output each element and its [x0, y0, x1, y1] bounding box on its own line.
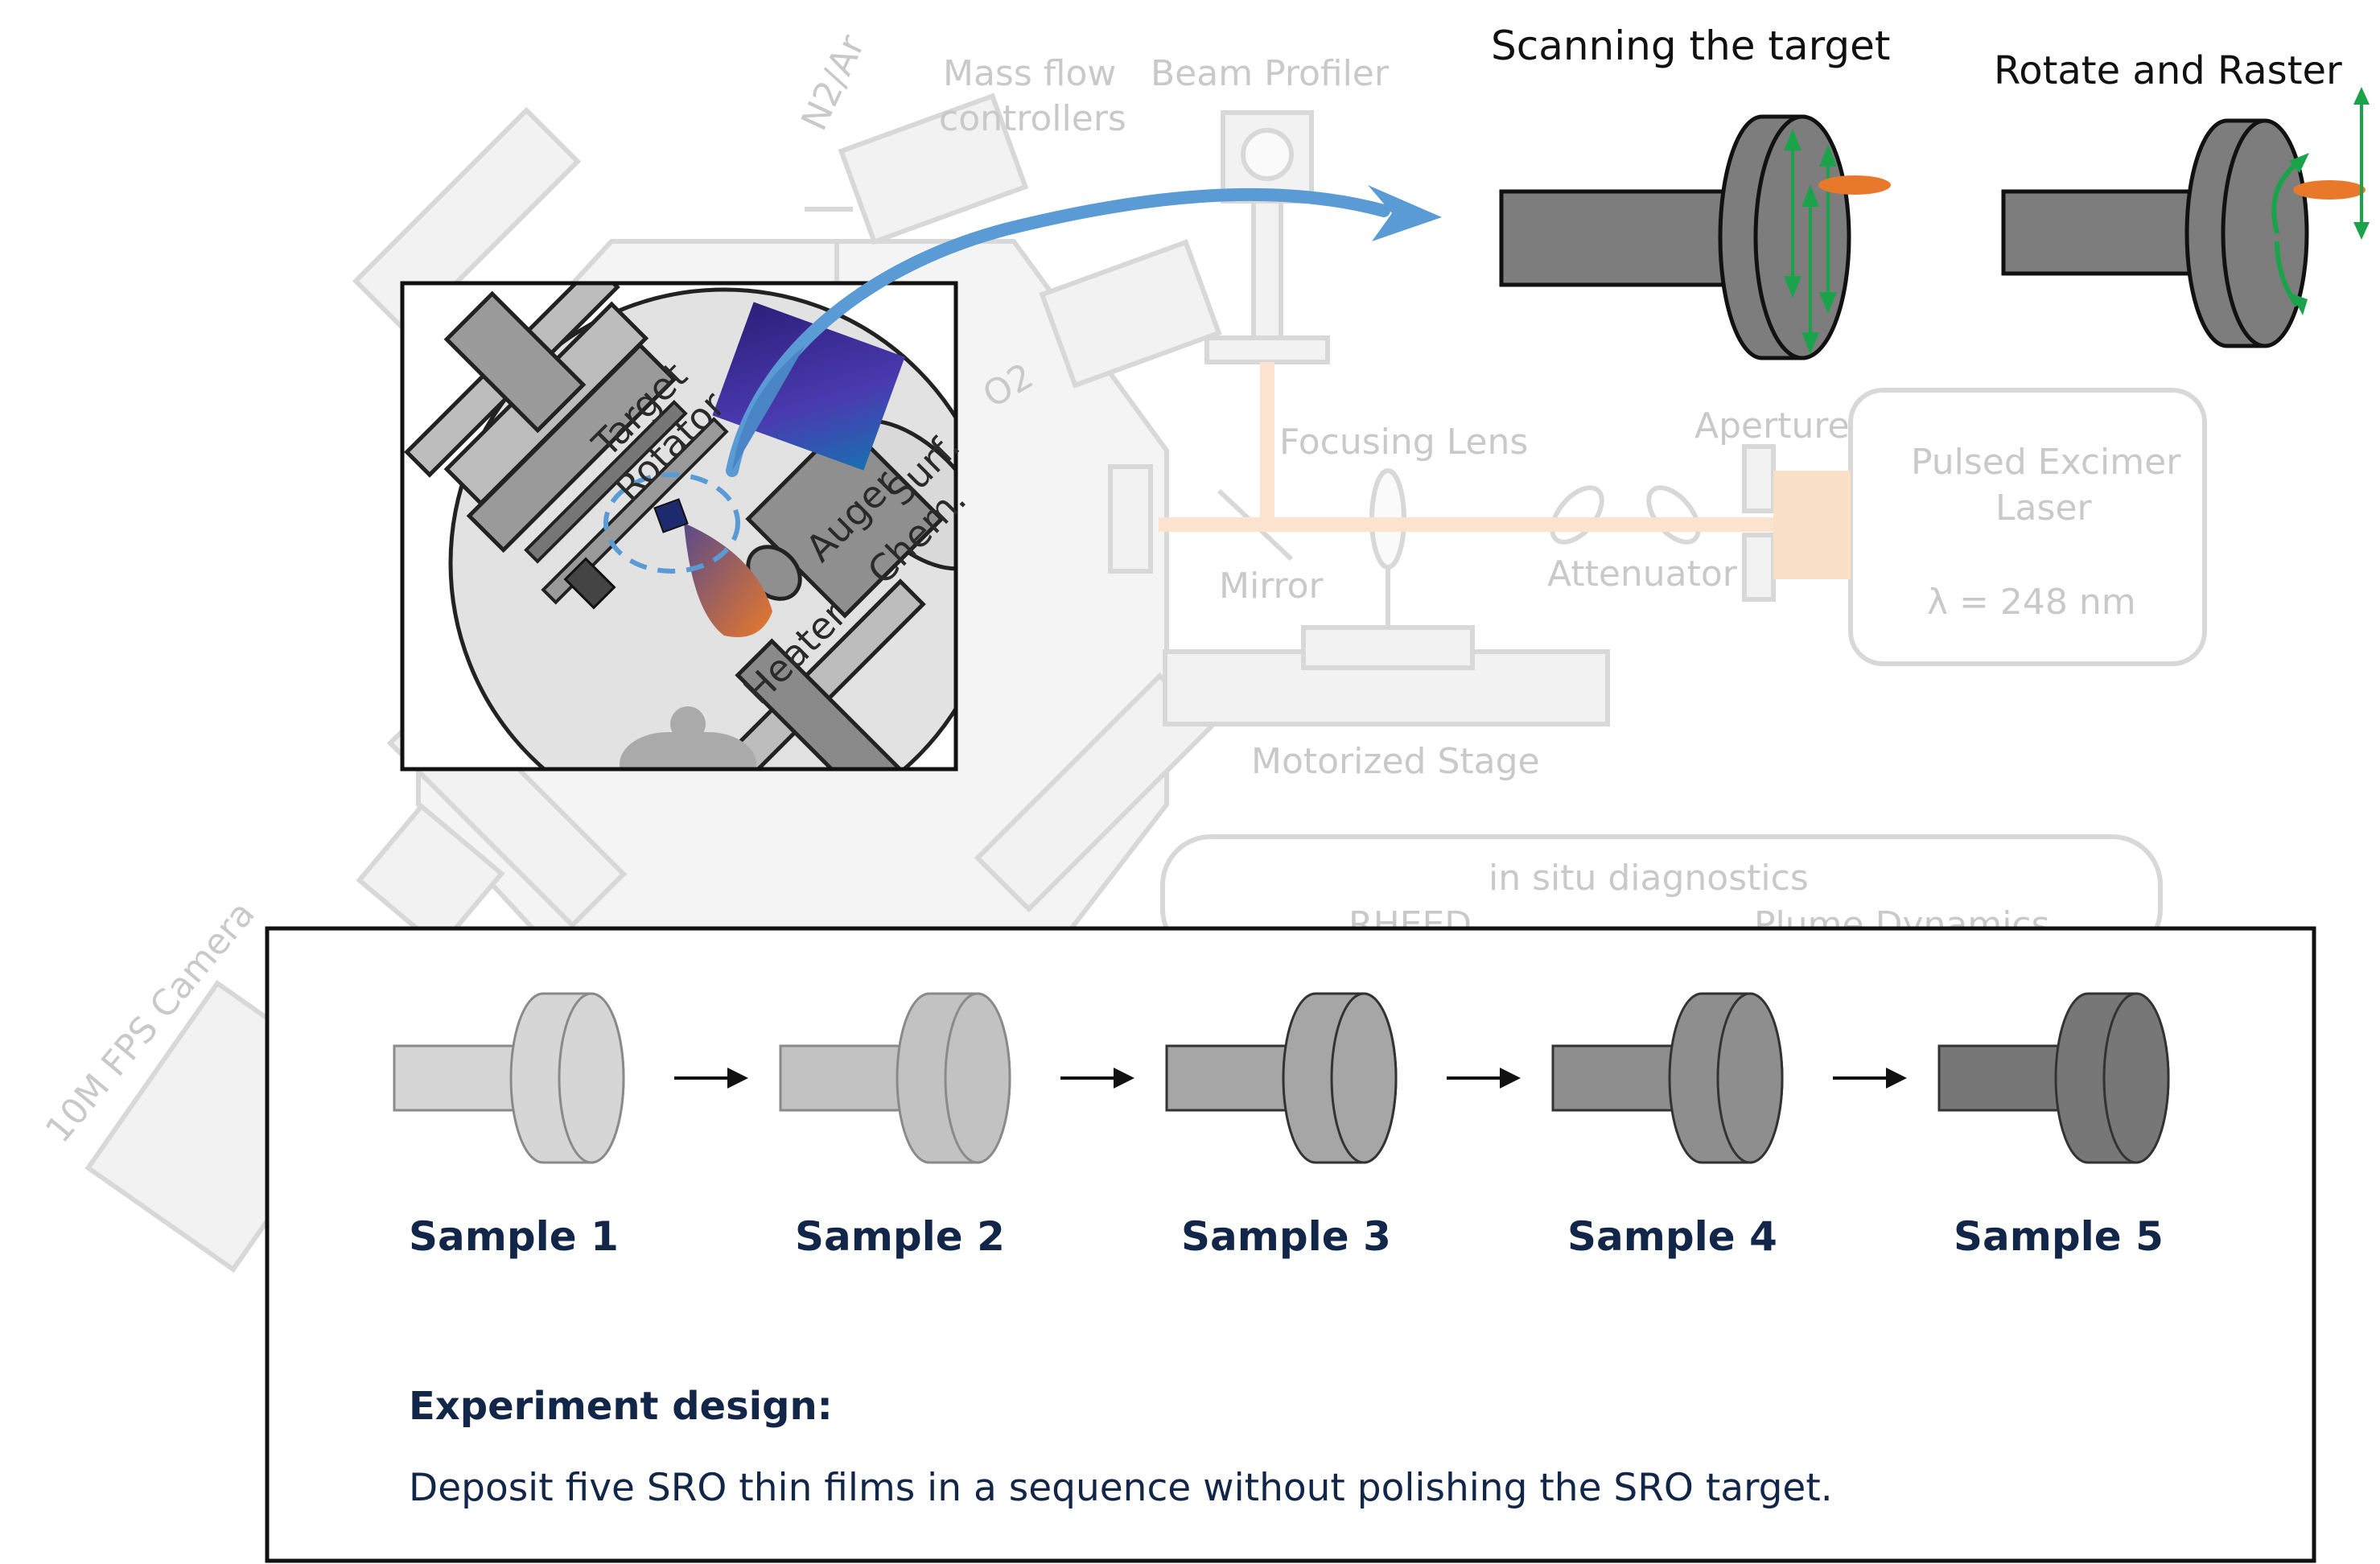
sequence-arrow-1: [674, 1068, 748, 1089]
rotate-raster-title: Rotate and Raster: [1994, 48, 2342, 93]
motorized-stage-label: Motorized Stage: [1251, 741, 1540, 782]
mirror-label: Mirror: [1219, 566, 1324, 607]
sample-target-3: [1165, 992, 1398, 1164]
focusing-lens-label: Focusing Lens: [1279, 422, 1529, 463]
sequence-arrow-3: [1447, 1068, 1521, 1089]
sample-target-1: [393, 992, 625, 1164]
sample-label-2: Sample 2: [795, 1213, 1005, 1260]
mass-flow-label: Mass flow: [943, 53, 1117, 94]
in-situ-label: in situ diagnostics: [1489, 858, 1809, 899]
sample-target-2: [779, 992, 1011, 1164]
sample-target-5: [1937, 992, 2170, 1164]
aperture-label: Aperture: [1694, 405, 1850, 447]
sequence-arrow-2: [1060, 1068, 1134, 1089]
experiment-description: Deposit five SRO thin films in a sequenc…: [409, 1466, 1833, 1510]
sample-label-4: Sample 4: [1567, 1213, 1777, 1260]
sample-label-1: Sample 1: [409, 1213, 619, 1260]
beam-profiler-label: Beam Profiler: [1151, 53, 1389, 94]
sample-label-5: Sample 5: [1954, 1213, 2164, 1260]
sample-target-4: [1551, 992, 1784, 1164]
rotate-raster-drawing: [2001, 87, 2370, 348]
sequence-arrow-4: [1833, 1068, 1907, 1089]
experiment-title: Experiment design:: [409, 1384, 833, 1429]
samples-layer: [393, 992, 2170, 1164]
wavelength-label: λ = 248 nm: [1927, 582, 2136, 623]
sample-label-3: Sample 3: [1181, 1213, 1391, 1260]
pulsed-excimer-label: Pulsed Excimer: [1911, 442, 2181, 483]
laser-label: Laser: [1995, 488, 2092, 529]
scanning-target-drawing: [1499, 114, 1891, 360]
attenuator-label: Attenuator: [1547, 554, 1737, 595]
controllers-label: controllers: [939, 98, 1126, 139]
sequence-arrows: [674, 1068, 1907, 1089]
scanning-title: Scanning the target: [1491, 23, 1891, 69]
